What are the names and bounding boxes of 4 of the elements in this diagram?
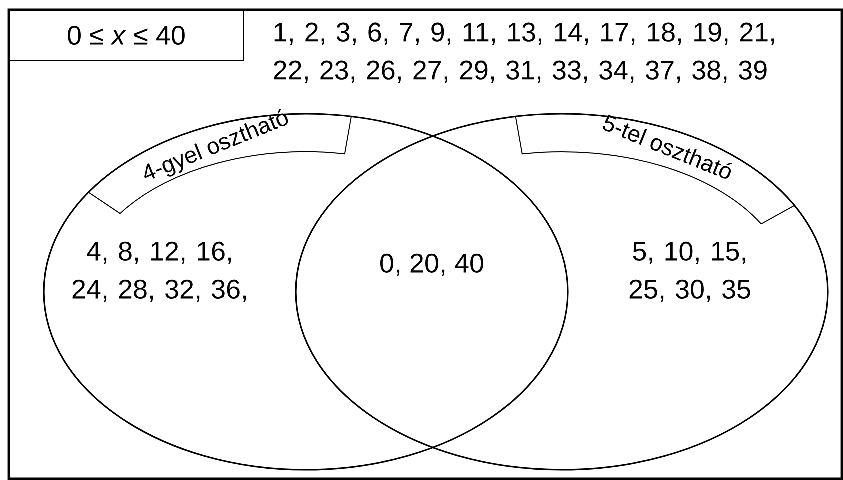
set-elements: 5, 10, 15, 25, 30, 35 (630, 242, 750, 302)
set-elements: 4, 8, 12, 16, 24, 28, 32, 36, (72, 242, 246, 302)
intersection-elements: 0, 20, 40 (380, 254, 484, 276)
condition-box: 0 ≤ x ≤ 40 (9, 10, 244, 61)
